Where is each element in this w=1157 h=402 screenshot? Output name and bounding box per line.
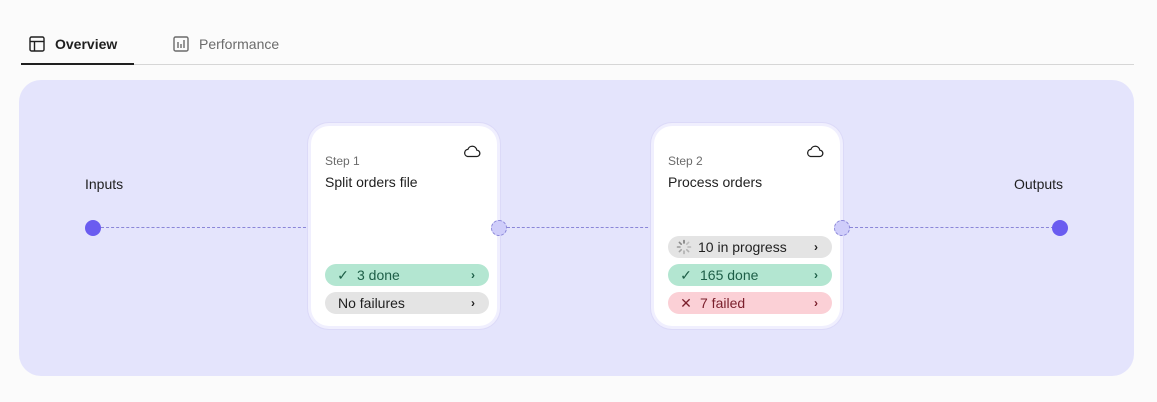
step-number: Step 1: [325, 154, 360, 168]
chevron-right-icon: ›: [471, 268, 475, 282]
status-text: 3 done: [357, 267, 400, 283]
status-done-pill[interactable]: ✓ 3 done ›: [325, 264, 489, 286]
cloud-icon: [463, 144, 481, 163]
outputs-node[interactable]: [1052, 220, 1068, 236]
chevron-right-icon: ›: [471, 296, 475, 310]
status-in-progress-pill[interactable]: 10 in progress ›: [668, 236, 832, 258]
tab-overview-label: Overview: [55, 35, 118, 52]
status-text: No failures: [338, 295, 405, 311]
step-card-2[interactable]: Step 2 Process orders 10 in progress › ✓: [654, 126, 840, 326]
inputs-node[interactable]: [85, 220, 101, 236]
check-icon: ✓: [680, 266, 692, 283]
chevron-right-icon: ›: [814, 296, 818, 310]
tab-performance-label: Performance: [199, 36, 280, 52]
status-failed-pill[interactable]: ✕ 7 failed ›: [668, 292, 832, 314]
layout-icon: [29, 35, 45, 52]
tab-bar: Overview Performance: [21, 24, 1134, 65]
check-icon: ✓: [337, 266, 349, 283]
status-no-failures-pill[interactable]: No failures ›: [325, 292, 489, 314]
step-title: Process orders: [668, 174, 763, 190]
connector-line: [507, 227, 653, 228]
bar-chart-icon: [173, 36, 189, 52]
pipeline-canvas: Inputs Outputs Step 1 Split orders file …: [19, 80, 1134, 376]
step-number: Step 2: [668, 154, 703, 168]
chevron-right-icon: ›: [814, 240, 818, 254]
spinner-icon: [676, 239, 692, 255]
step-1-output-port[interactable]: [491, 220, 507, 236]
status-done-pill[interactable]: ✓ 165 done ›: [668, 264, 832, 286]
connector-line: [101, 227, 311, 228]
status-text: 165 done: [700, 267, 759, 283]
step-card-1[interactable]: Step 1 Split orders file ✓ 3 done › No f…: [311, 126, 497, 326]
outputs-label: Outputs: [1014, 176, 1064, 192]
inputs-label: Inputs: [85, 176, 124, 192]
x-icon: ✕: [680, 294, 692, 311]
tab-overview[interactable]: Overview: [21, 24, 134, 65]
chevron-right-icon: ›: [814, 268, 818, 282]
tab-performance[interactable]: Performance: [173, 24, 279, 64]
connector-line: [850, 227, 1059, 228]
cloud-icon: [806, 144, 824, 163]
status-text: 10 in progress: [698, 239, 787, 255]
step-title: Split orders file: [325, 174, 418, 190]
status-text: 7 failed: [700, 295, 746, 311]
step-2-output-port[interactable]: [834, 220, 850, 236]
